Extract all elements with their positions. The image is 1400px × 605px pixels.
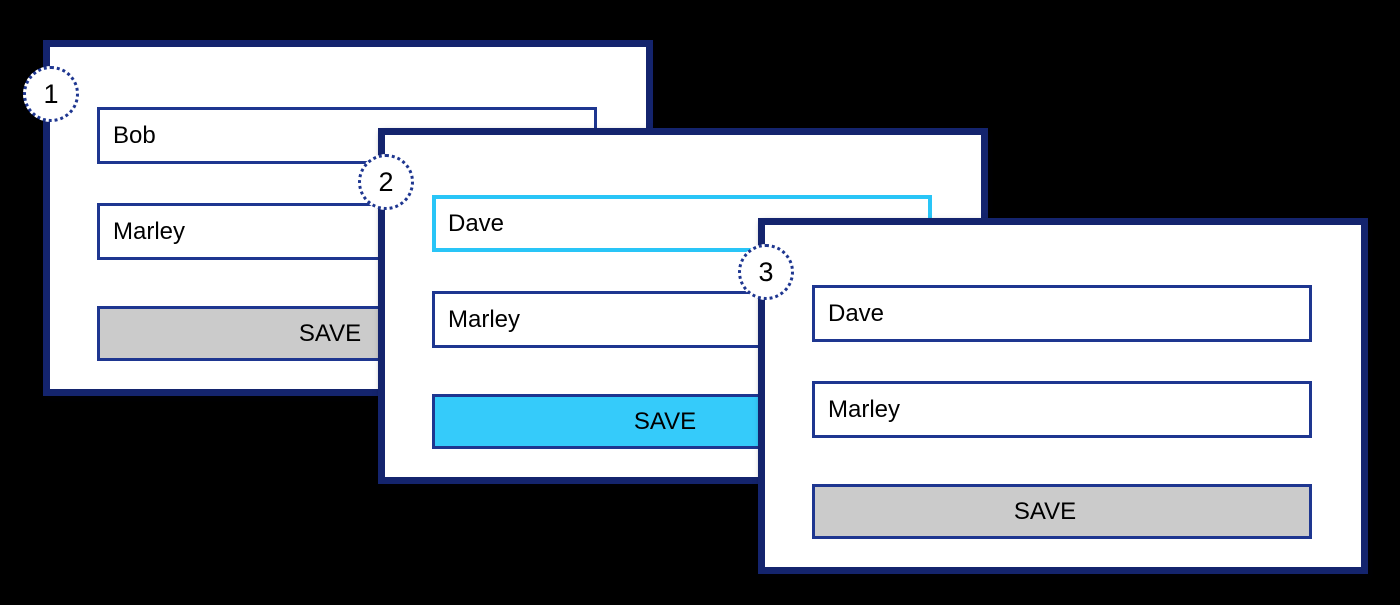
form-window-step-3: 3 SAVE xyxy=(738,218,1368,574)
step-2-badge: 2 xyxy=(358,154,414,210)
save-button[interactable]: SAVE xyxy=(812,484,1312,539)
step-1-badge: 1 xyxy=(23,66,79,122)
first-name-input[interactable] xyxy=(812,285,1312,342)
step-3-badge: 3 xyxy=(738,244,794,300)
last-name-input[interactable] xyxy=(812,381,1312,438)
